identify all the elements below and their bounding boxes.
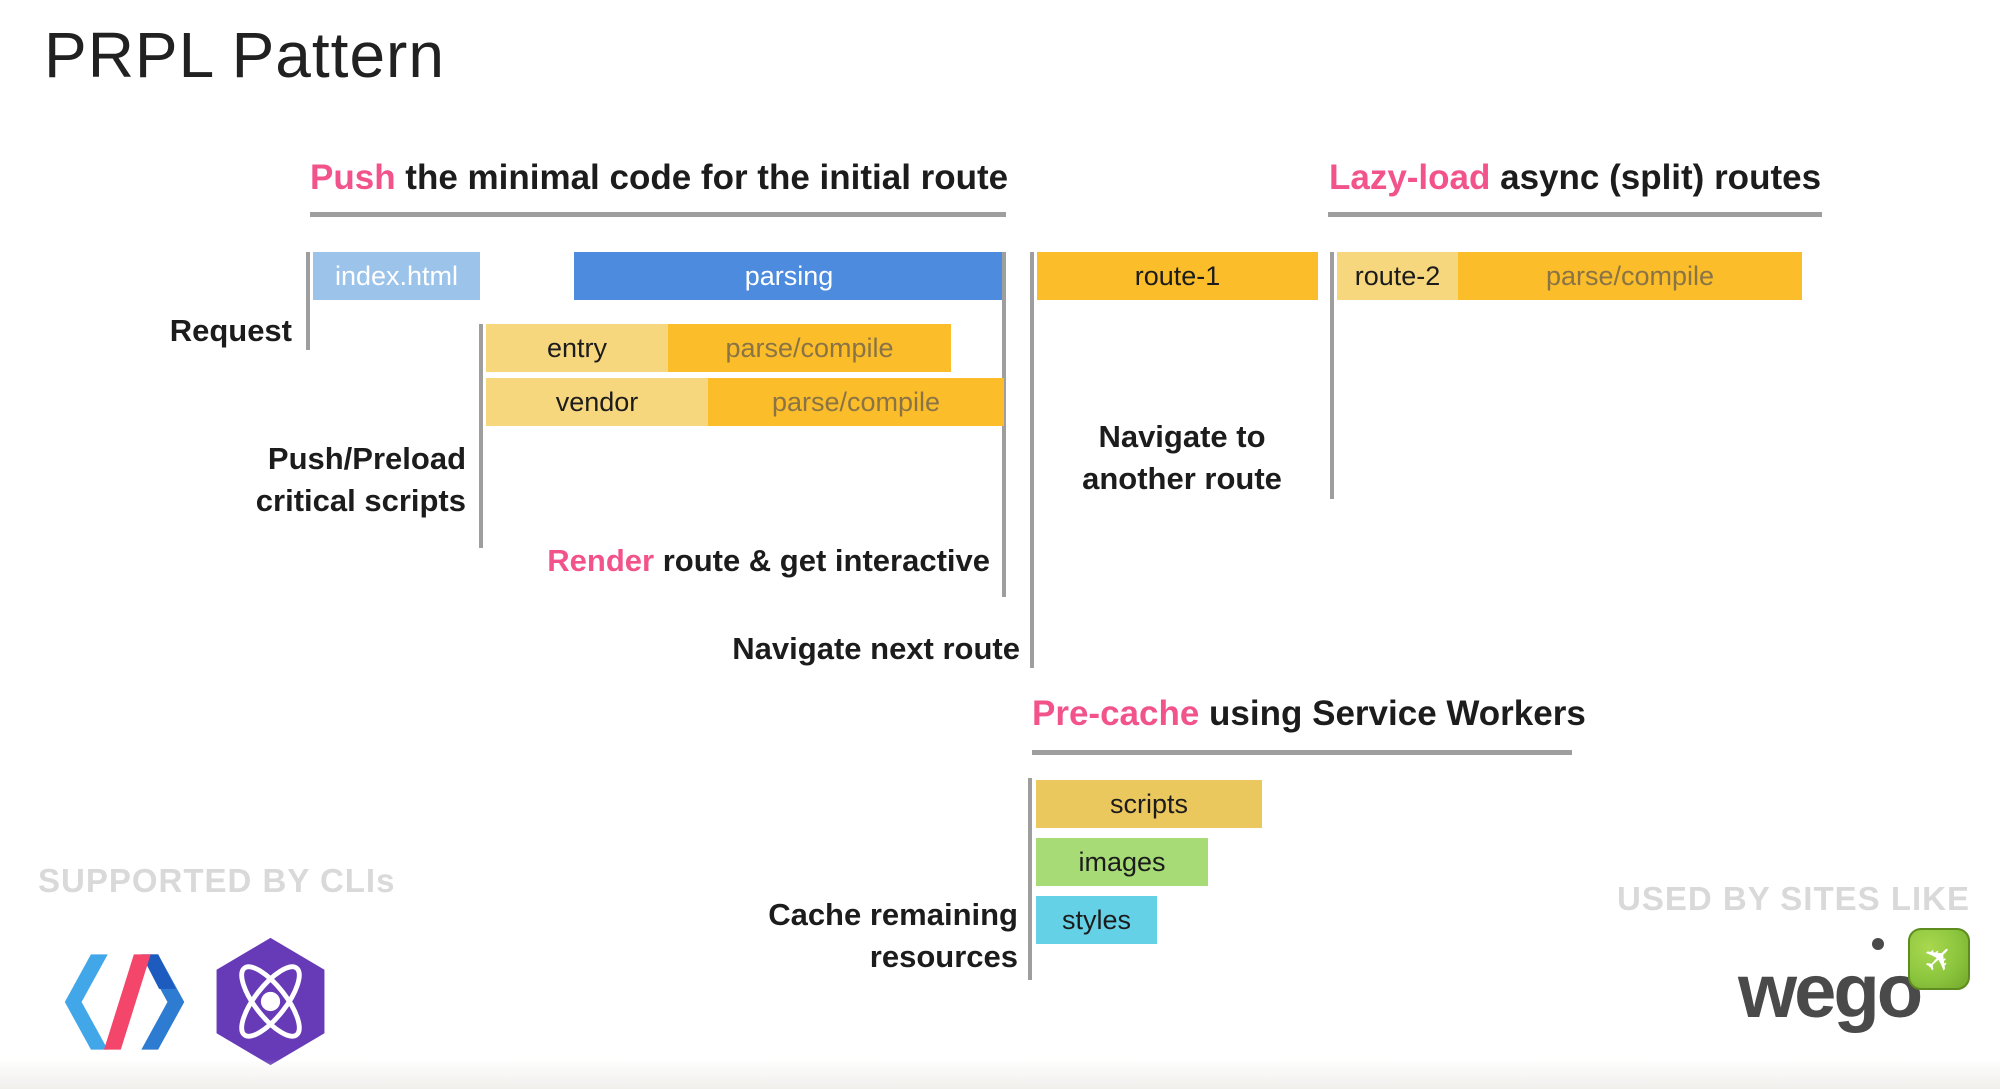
request-timeline-line bbox=[306, 252, 310, 350]
wego-logo-dot bbox=[1872, 938, 1884, 950]
entry-bar: entry parse/compile bbox=[486, 324, 951, 372]
route2-timeline-line bbox=[1330, 252, 1334, 499]
entry-parse-compile-segment: parse/compile bbox=[668, 324, 951, 372]
airplane-icon: ✈ bbox=[1913, 933, 1964, 984]
vendor-bar: vendor parse/compile bbox=[486, 378, 1004, 426]
navigate-next-route-label: Navigate next route bbox=[732, 631, 1020, 666]
scripts-bar: scripts bbox=[1036, 780, 1262, 828]
lazy-load-heading-rest: async (split) routes bbox=[1490, 158, 1822, 197]
images-bar: images bbox=[1036, 838, 1208, 886]
vendor-parse-compile-segment: parse/compile bbox=[708, 378, 1004, 426]
route2-parse-compile-segment: parse/compile bbox=[1458, 252, 1802, 300]
lazy-load-highlight: Lazy-load bbox=[1328, 158, 1491, 197]
precache-highlight: Pre-cache bbox=[1032, 694, 1200, 733]
lazy-load-heading-underline bbox=[1328, 212, 1822, 217]
push-preload-timeline-line bbox=[479, 324, 483, 548]
route2-label-segment: route-2 bbox=[1337, 252, 1458, 300]
parsing-bar: parsing bbox=[574, 252, 1004, 300]
precache-heading-rest: using Service Workers bbox=[1199, 694, 1586, 733]
render-label-rest: route & get interactive bbox=[654, 543, 990, 578]
precache-heading-underline bbox=[1032, 750, 1572, 755]
slide-bottom-shadow bbox=[0, 1059, 2000, 1089]
push-highlight: Push bbox=[310, 158, 396, 197]
precache-timeline-line bbox=[1028, 778, 1032, 980]
vendor-label-segment: vendor bbox=[486, 378, 708, 426]
render-highlight: Render bbox=[547, 543, 655, 578]
push-preload-label-line2: critical scripts bbox=[255, 483, 466, 518]
cache-remaining-line2: resources bbox=[869, 939, 1018, 974]
push-heading-rest: the minimal code for the initial route bbox=[395, 158, 1009, 197]
styles-bar: styles bbox=[1036, 896, 1157, 944]
wego-logo-text: wego bbox=[1738, 949, 1923, 1034]
precache-section-heading: Pre-cache using Service Workers bbox=[1032, 694, 1586, 734]
route1-timeline-line bbox=[1030, 252, 1034, 668]
wego-plane-icon: ✈ bbox=[1908, 928, 1970, 990]
push-preload-label: Push/Preload critical scripts bbox=[180, 438, 466, 522]
page-title: PRPL Pattern bbox=[44, 19, 445, 91]
route2-bar: route-2 parse/compile bbox=[1337, 252, 1802, 300]
preact-logo bbox=[216, 937, 325, 1066]
lazy-load-section-heading: Lazy-load async (split) routes bbox=[1328, 158, 1822, 198]
navigate-another-route-label: Navigate to another route bbox=[1042, 416, 1322, 500]
render-route-label: Render route & get interactive bbox=[480, 540, 990, 582]
supported-by-clis-label: SUPPORTED BY CLIs bbox=[38, 862, 396, 899]
push-heading-underline bbox=[310, 212, 1006, 217]
used-by-sites-label: USED BY SITES LIKE bbox=[1617, 880, 1970, 917]
cache-remaining-label: Cache remaining resources bbox=[700, 894, 1018, 978]
navigate-another-line1: Navigate to bbox=[1098, 419, 1266, 454]
cache-remaining-line1: Cache remaining bbox=[768, 897, 1018, 932]
route1-bar: route-1 bbox=[1037, 252, 1318, 300]
index-html-bar: index.html bbox=[313, 252, 480, 300]
entry-label-segment: entry bbox=[486, 324, 668, 372]
push-preload-label-line1: Push/Preload bbox=[267, 441, 466, 476]
push-section-heading: Push the minimal code for the initial ro… bbox=[310, 158, 1009, 198]
navigate-another-line2: another route bbox=[1082, 461, 1282, 496]
polymer-logo bbox=[64, 954, 185, 1050]
render-timeline-line bbox=[1002, 252, 1006, 597]
request-label: Request bbox=[169, 313, 292, 348]
